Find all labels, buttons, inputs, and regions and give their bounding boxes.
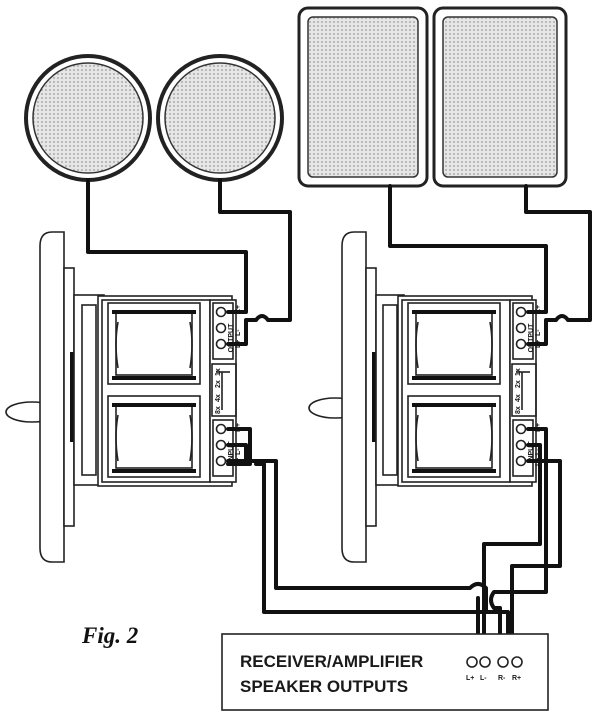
tap-8x-left: 8x <box>215 406 222 414</box>
figure-label: Fig. 2 <box>81 623 138 648</box>
speaker-wires <box>86 178 592 346</box>
round-speaker-left <box>24 54 152 182</box>
tap-2x-left: 2x <box>215 380 222 388</box>
receiver-label-lminus: L- <box>480 675 487 682</box>
receiver-label-lplus: L+ <box>466 675 474 682</box>
term-lminus-in-left: L- <box>235 448 242 455</box>
receiver-label-rminus: R- <box>498 675 506 682</box>
rect-speaker-left <box>297 6 429 188</box>
tap-2x-right: 2x <box>515 380 522 388</box>
tap-8x-right: 8x <box>515 406 522 414</box>
tap-1x-right: 1x <box>515 368 522 376</box>
receiver-terminal-lminus <box>479 656 491 668</box>
input-wires <box>226 427 562 654</box>
transformer-unit-right: OUTPUT INPUT L+ L- R+ L+ L- R+ 8x 4x 2x … <box>308 231 542 563</box>
input-label-left: INPUT <box>228 441 235 463</box>
receiver-amplifier-box: RECEIVER/AMPLIFIER SPEAKER OUTPUTS L+ L-… <box>221 633 549 711</box>
transformer-unit-left: OUTPUT INPUT L+ L- R+ L+ L- R+ 8x 4x 2x … <box>5 231 242 563</box>
term-lminus-out-left: L- <box>235 329 242 336</box>
term-rplus-out-left: R+ <box>235 305 242 314</box>
receiver-terminal-lplus <box>466 656 478 668</box>
tap-4x-right: 4x <box>515 394 522 402</box>
receiver-title-line1: RECEIVER/AMPLIFIER <box>240 652 423 671</box>
input-label-right: INPUT <box>528 441 535 463</box>
receiver-terminal-rminus <box>497 656 509 668</box>
term-rplus-out-right: R+ <box>535 305 542 314</box>
receiver-label-rplus: R+ <box>512 675 521 682</box>
tap-1x-left: 1x <box>215 368 222 376</box>
tap-4x-left: 4x <box>215 394 222 402</box>
term-lminus-out-right: L- <box>535 329 542 336</box>
receiver-title-line2: SPEAKER OUTPUTS <box>240 677 408 696</box>
rect-speaker-right <box>432 6 568 188</box>
output-label-left: OUTPUT <box>228 323 235 353</box>
round-speaker-right <box>156 54 284 182</box>
output-label-right: OUTPUT <box>528 323 535 353</box>
receiver-terminal-rplus <box>511 656 523 668</box>
